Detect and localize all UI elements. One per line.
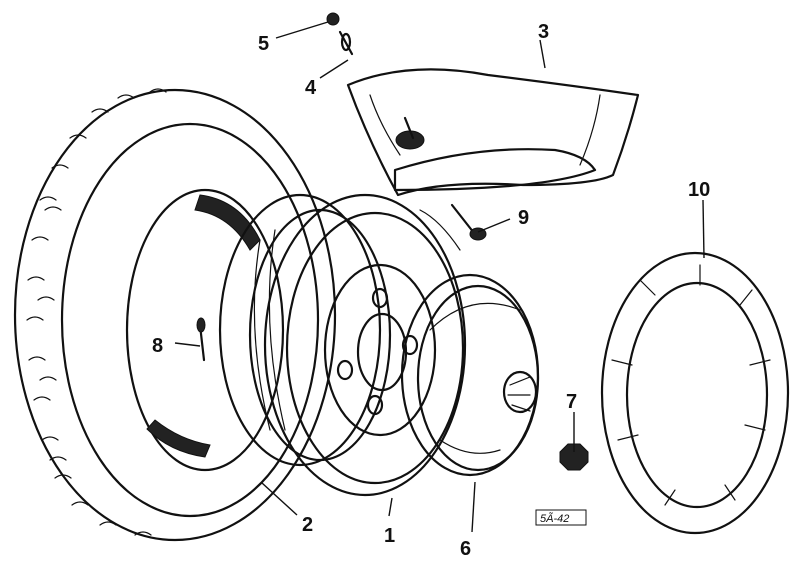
bolt-drawing	[196, 317, 206, 362]
label-6: 6	[460, 538, 471, 560]
label-3: 3	[538, 21, 549, 43]
hub-cap-drawing	[400, 273, 540, 477]
valve-parts-drawing	[326, 12, 354, 56]
label-4: 4	[305, 77, 317, 99]
inner-tube-drawing	[346, 68, 640, 197]
wheel-rim-drawing	[218, 193, 467, 497]
label-5: 5	[258, 33, 269, 55]
label-7: 7	[566, 391, 577, 413]
leader-lines	[174, 21, 705, 533]
label-1: 1	[384, 525, 395, 547]
figure-code-box	[535, 509, 587, 526]
label-9: 9	[518, 207, 529, 229]
figure-code: 5Ã-42	[540, 512, 569, 525]
valve-drawing	[450, 203, 487, 241]
trim-ring-drawing	[600, 251, 790, 535]
label-2: 2	[302, 514, 313, 536]
tyre-drawing	[13, 88, 337, 542]
label-8: 8	[152, 335, 163, 357]
wheel-nut-drawing	[559, 443, 589, 471]
tyre-tread	[26, 88, 167, 536]
label-10: 10	[688, 179, 710, 201]
